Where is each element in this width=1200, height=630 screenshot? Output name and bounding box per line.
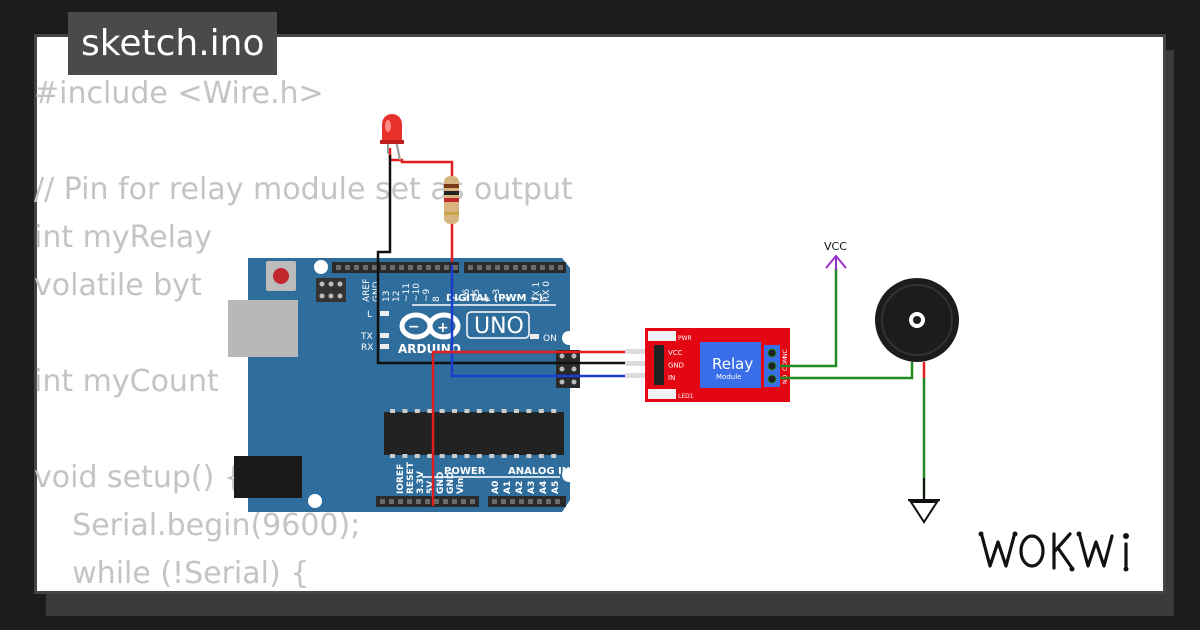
relay-subtitle: Module bbox=[716, 373, 741, 381]
digital-pin-label: 4 bbox=[482, 296, 492, 302]
digital-header-label: DIGITAL (PWM ~) bbox=[446, 293, 543, 304]
power-jack bbox=[234, 456, 302, 498]
digital-pin-label: 13 bbox=[382, 291, 392, 302]
code-line: int myRelay bbox=[34, 220, 213, 255]
power-pin-label: 3.3V bbox=[416, 471, 426, 494]
svg-text:−: − bbox=[408, 319, 420, 335]
power-pin-label: GND bbox=[436, 472, 446, 494]
digital-pin-label: ~10 bbox=[412, 283, 422, 302]
code-line: while (!Serial) { bbox=[34, 556, 310, 591]
analog-header-label: ANALOG IN bbox=[508, 466, 570, 477]
analog-pin-label: A2 bbox=[515, 481, 525, 494]
digital-pin-label: ~6 bbox=[462, 288, 472, 302]
board-name-label: UNO bbox=[474, 314, 524, 339]
digital-pin-label: AREF bbox=[362, 279, 372, 302]
digital-pin-label: ~3 bbox=[492, 289, 502, 302]
digital-pin-label: RX 0 bbox=[542, 281, 552, 302]
resistor-icon[interactable] bbox=[444, 176, 459, 224]
power-pin-label: 5V bbox=[426, 481, 436, 494]
red-led-icon[interactable] bbox=[380, 114, 404, 161]
relay-pwr-label: PWR bbox=[678, 335, 692, 342]
code-line: void setup() { bbox=[34, 460, 243, 495]
svg-text:+: + bbox=[437, 320, 449, 336]
vcc-label: VCC bbox=[824, 240, 847, 253]
usb-port bbox=[228, 300, 298, 357]
digital-header-left[interactable] bbox=[332, 262, 459, 273]
digital-pin-label: ~11 bbox=[402, 283, 412, 302]
digital-pin-label: 2 bbox=[502, 296, 512, 302]
power-pin-label: GND bbox=[446, 472, 456, 494]
power-pin-label: Vin bbox=[456, 478, 466, 494]
buzzer-icon[interactable] bbox=[875, 278, 959, 362]
vcc-symbol: VCC bbox=[824, 240, 847, 270]
code-line: // Pin for relay module set as output bbox=[34, 172, 573, 207]
wokwi-logo bbox=[978, 531, 1129, 572]
led-rx-label: RX bbox=[361, 343, 373, 353]
relay-pin-label: IN bbox=[668, 374, 675, 382]
led-on-label: ON bbox=[543, 334, 557, 344]
analog-pin-label: A5 bbox=[551, 481, 561, 494]
relay-terminal-label: COM bbox=[782, 357, 789, 371]
led-l-label: L bbox=[367, 310, 372, 320]
reset-button[interactable] bbox=[266, 261, 296, 291]
analog-pin-label: A0 bbox=[491, 481, 501, 494]
file-tab-title[interactable]: sketch.ino bbox=[68, 12, 278, 75]
arduino-infinity-icon bbox=[399, 312, 461, 340]
power-header-label: POWER bbox=[444, 466, 486, 477]
code-line: volatile byt bbox=[34, 268, 202, 303]
digital-pin-label: TX 1 bbox=[532, 282, 542, 303]
ground-symbol-icon bbox=[908, 478, 940, 524]
analog-header[interactable] bbox=[488, 496, 566, 507]
digital-pin-label: ~9 bbox=[422, 288, 432, 302]
analog-pin-label: A4 bbox=[539, 481, 549, 494]
atmega-chip bbox=[384, 412, 564, 455]
analog-pin-label: A1 bbox=[503, 481, 513, 494]
relay-pin-label: VCC bbox=[668, 349, 683, 357]
code-preview: #include <Wire.h> // Pin for relay module… bbox=[34, 70, 573, 598]
relay-terminal-label: NC bbox=[782, 349, 789, 358]
relay-terminal-label: NO bbox=[782, 375, 789, 384]
digital-pin-label: 8 bbox=[432, 296, 442, 302]
power-pin-label: RESET bbox=[406, 461, 416, 494]
relay-coil-block bbox=[700, 342, 761, 388]
code-line: #include <Wire.h> bbox=[34, 76, 324, 111]
relay-pin-label: GND bbox=[668, 362, 684, 370]
code-line: Serial.begin(9600); bbox=[34, 508, 361, 543]
wires bbox=[376, 148, 926, 506]
analog-pin-label: A3 bbox=[527, 481, 537, 494]
relay-title: Relay bbox=[712, 355, 753, 373]
led-tx-label: TX bbox=[360, 332, 373, 342]
digital-pin-label: 12 bbox=[392, 291, 402, 302]
digital-pin-label: ~5 bbox=[472, 289, 482, 302]
code-line: int myCount bbox=[34, 364, 219, 399]
power-pin-label: IOREF bbox=[396, 464, 406, 494]
digital-pin-label: 7 bbox=[452, 296, 462, 302]
editor-card bbox=[34, 34, 1166, 594]
relay-led-label: LED1 bbox=[678, 393, 694, 400]
